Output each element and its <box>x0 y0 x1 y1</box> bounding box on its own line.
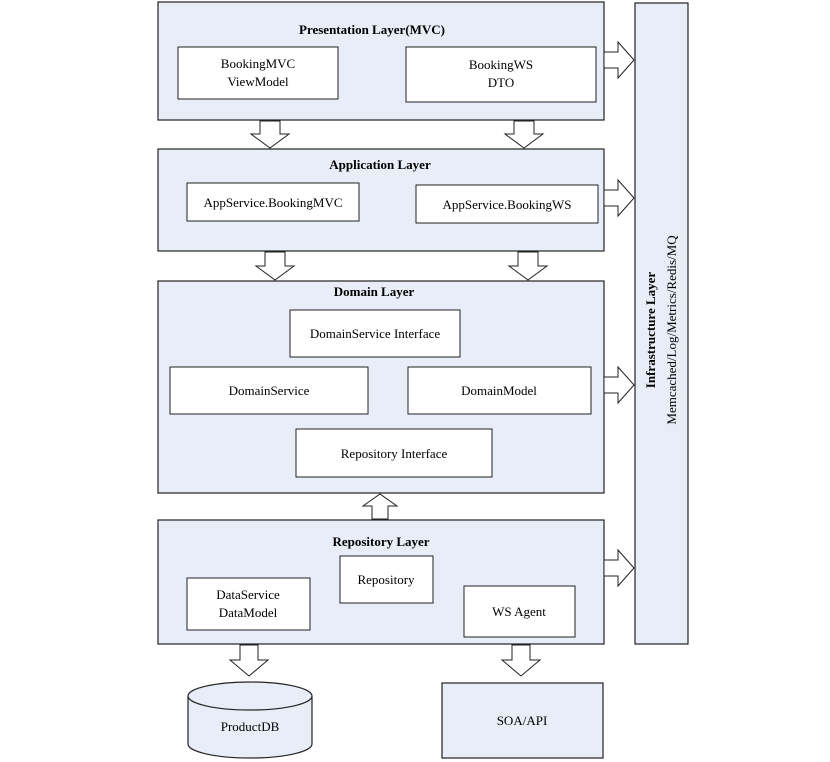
repository-layer: Repository Layer Repository DataService … <box>157 519 605 645</box>
presentation-layer-title: Presentation Layer(MVC) <box>299 22 445 37</box>
dataservice-line-1: DataService <box>216 587 280 602</box>
presentation-box-bookingmvc: BookingMVC ViewModel <box>177 46 339 100</box>
soa-api-box: SOA/API <box>441 682 604 759</box>
bookingws-line-1: BookingWS <box>469 57 533 72</box>
domainservice-label: DomainService <box>229 383 310 398</box>
right-arrow-icon <box>603 365 635 405</box>
right-arrow-icon <box>603 548 635 588</box>
wsagent-label: WS Agent <box>492 604 546 619</box>
repository-interface-box <box>295 428 493 478</box>
wsagent-box <box>463 585 576 638</box>
down-arrow-icon <box>228 644 270 677</box>
domainservice-box <box>169 366 369 415</box>
repository-label: Repository <box>357 572 415 587</box>
infrastructure-layer-subtitle: Memcached/Log/Metrics/Redis/MQ <box>664 235 679 425</box>
down-arrow-icon <box>254 251 296 281</box>
database-icon <box>187 696 313 759</box>
repository-box-repository: Repository <box>339 555 434 604</box>
application-box-bookingmvc: AppService.BookingMVC <box>186 182 360 222</box>
flow-arrows <box>228 40 635 677</box>
down-arrow-icon <box>503 120 545 149</box>
bookingmvc-line-1: BookingMVC <box>221 56 295 71</box>
repository-interface-label: Repository Interface <box>341 446 448 461</box>
application-box-bookingws: AppService.BookingWS <box>415 184 599 224</box>
domain-box-repository-interface: Repository Interface <box>295 428 493 478</box>
appservice-bookingws-box <box>415 184 599 224</box>
bookingws-line-2: DTO <box>488 75 514 90</box>
right-arrow-icon <box>603 40 635 80</box>
application-layer-title: Application Layer <box>329 157 431 172</box>
domain-box-service-interface: DomainService Interface <box>289 309 461 358</box>
soa-api-frame <box>441 682 604 759</box>
domainmodel-box <box>407 366 592 415</box>
bookingmvc-line-2: ViewModel <box>227 74 289 89</box>
soa-api-label: SOA/API <box>497 713 548 728</box>
up-arrow-icon <box>361 493 399 520</box>
domainservice-interface-label: DomainService Interface <box>310 326 441 341</box>
infrastructure-layer: Infrastructure Layer Memcached/Log/Metri… <box>634 2 689 645</box>
domainmodel-label: DomainModel <box>461 383 537 398</box>
presentation-layer: Presentation Layer(MVC) BookingMVC ViewM… <box>157 1 605 121</box>
repository-layer-title: Repository Layer <box>332 534 429 549</box>
dataservice-box <box>186 577 311 631</box>
appservice-bookingmvc-box <box>186 182 360 222</box>
domain-layer: Domain Layer DomainService Interface Dom… <box>157 280 605 494</box>
repository-box-wsagent: WS Agent <box>463 585 576 638</box>
down-arrow-icon <box>249 120 291 149</box>
application-layer: Application Layer AppService.BookingMVC … <box>157 148 605 252</box>
presentation-box-bookingws: BookingWS DTO <box>405 46 597 103</box>
domain-box-model: DomainModel <box>407 366 592 415</box>
database-top <box>187 681 313 711</box>
appservice-bookingws-label: AppService.BookingWS <box>443 197 572 212</box>
productdb-label: ProductDB <box>221 719 280 734</box>
bookingws-box <box>405 46 597 103</box>
appservice-bookingmvc-label: AppService.BookingMVC <box>203 195 342 210</box>
down-arrow-icon <box>507 251 549 281</box>
infrastructure-layer-title: Infrastructure Layer <box>643 272 658 389</box>
repository-box-dataservice: DataService DataModel <box>186 577 311 631</box>
bookingmvc-box <box>177 46 339 100</box>
down-arrow-icon <box>500 644 542 677</box>
right-arrow-icon <box>603 178 635 218</box>
domain-layer-title: Domain Layer <box>334 284 415 299</box>
domainservice-interface-box <box>289 309 461 358</box>
infrastructure-layer-frame <box>634 2 689 645</box>
domain-box-service: DomainService <box>169 366 369 415</box>
repository-box <box>339 555 434 604</box>
dataservice-line-2: DataModel <box>219 605 278 620</box>
productdb-cylinder: ProductDB <box>187 681 313 759</box>
